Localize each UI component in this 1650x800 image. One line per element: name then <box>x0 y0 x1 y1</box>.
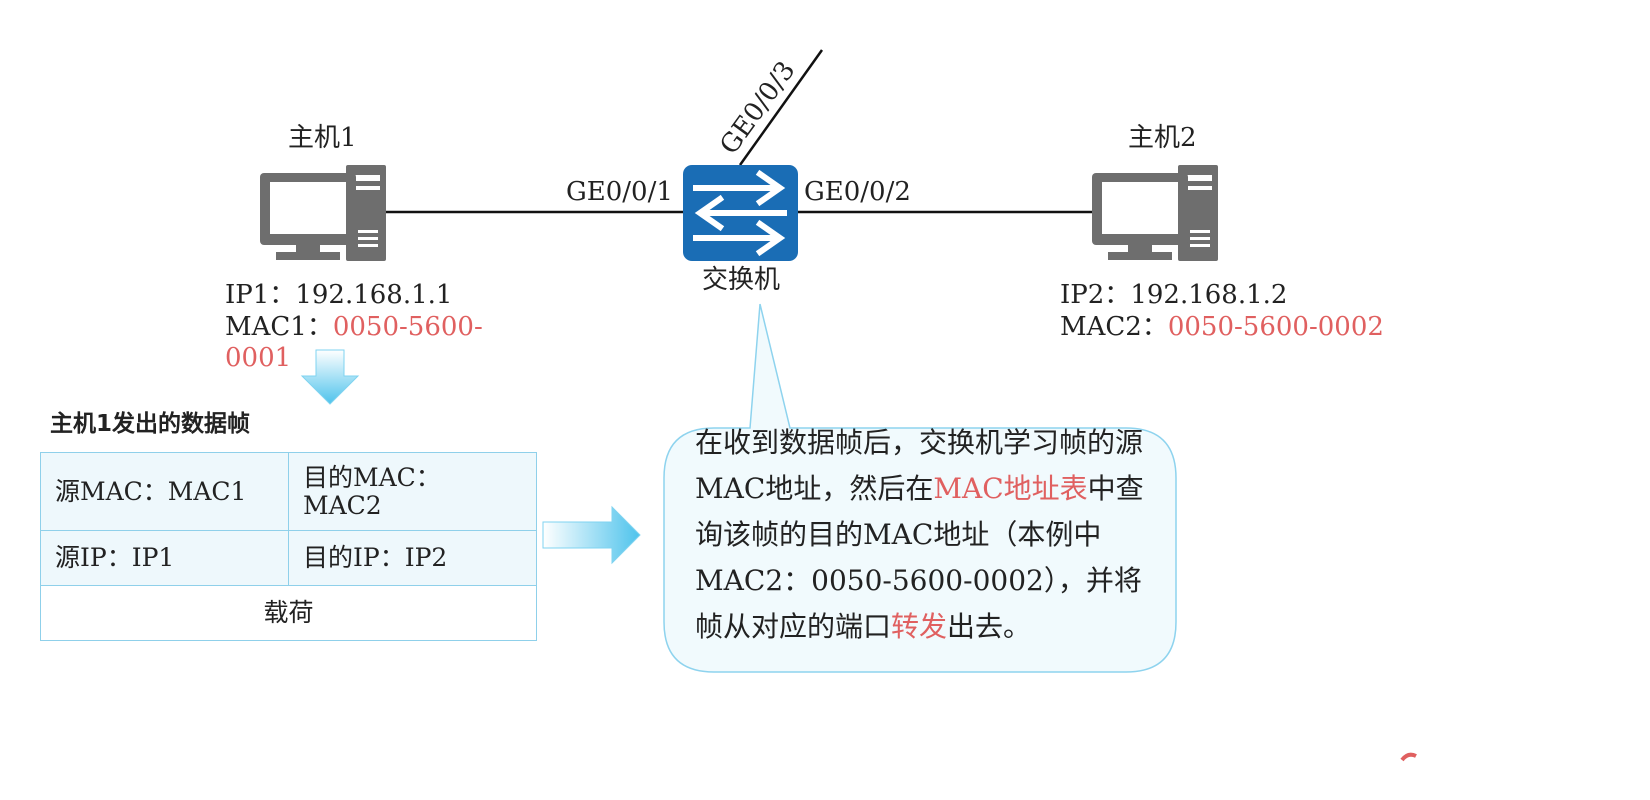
frame-src-mac: 源MAC：MAC1 <box>40 452 289 531</box>
host1-ip-value: 192.168.1.1 <box>295 280 453 310</box>
host1-ip: IP1：192.168.1.1 <box>225 279 452 311</box>
link-switch-port3 <box>738 49 824 166</box>
host1-mac-value-line1: 0050-5600- <box>332 312 483 342</box>
frame-src-ip: 源IP：IP1 <box>40 530 289 586</box>
host1-name: 主机1 <box>288 123 357 153</box>
switch-name: 交换机 <box>702 265 781 295</box>
host2-name: 主机2 <box>1128 123 1197 153</box>
switch-port1-label: GE0/0/1 <box>566 177 673 207</box>
host2-ip-value: 192.168.1.2 <box>1130 280 1288 310</box>
switch-port2-label: GE0/0/2 <box>804 177 911 207</box>
frame-dst-mac-line2: MAC2 <box>303 490 382 520</box>
host2-ip-label: IP2： <box>1060 280 1131 310</box>
frame-dst-mac: 目的MAC： MAC2 <box>288 452 537 531</box>
table-row: 源MAC：MAC1 目的MAC： MAC2 <box>40 452 537 531</box>
frame-dst-ip: 目的IP：IP2 <box>288 530 537 586</box>
callout-part1: 在收到数据帧后，交换机学习帧的源MAC地址，然后在 <box>695 426 1144 505</box>
callout-bubble <box>663 303 1177 673</box>
callout-highlight-forward: 转发 <box>891 610 948 643</box>
callout-highlight-mac-table: MAC地址表 <box>933 472 1088 505</box>
host1-computer-icon <box>260 165 386 261</box>
switch-icon <box>683 165 798 261</box>
frame-title: 主机1发出的数据帧 <box>50 411 251 437</box>
host2-computer-icon <box>1092 165 1218 261</box>
table-row: 载荷 <box>40 585 537 641</box>
callout-text: 在收到数据帧后，交换机学习帧的源MAC地址，然后在MAC地址表中查询该帧的目的M… <box>695 420 1165 650</box>
host1-mac-value-line2: 0001 <box>225 343 292 373</box>
host2-mac-label: MAC2： <box>1060 312 1168 342</box>
frame-dst-mac-line1: 目的MAC： <box>303 462 441 492</box>
data-frame-table: 源MAC：MAC1 目的MAC： MAC2 源IP：IP1 目的IP：IP2 载… <box>40 452 537 641</box>
host1-ip-label: IP1： <box>225 280 296 310</box>
frame-payload: 载荷 <box>40 585 537 641</box>
corner-mark-icon <box>1400 752 1417 762</box>
host2-mac-value: 0050-5600-0002 <box>1167 312 1384 342</box>
right-arrow-icon <box>542 505 641 565</box>
down-arrow-icon <box>300 349 360 405</box>
host2-ip: IP2：192.168.1.2 <box>1060 279 1287 311</box>
callout-part3: 出去。 <box>947 610 1032 643</box>
host2-mac: MAC2：0050-5600-0002 <box>1060 311 1384 343</box>
callout-part2: 中查询该帧的目的MAC地址（本例中MAC2：0050-5600-0002），并将… <box>695 472 1144 643</box>
host1-mac: MAC1：0050-5600- <box>225 311 483 343</box>
host1-mac-label: MAC1： <box>225 312 333 342</box>
table-row: 源IP：IP1 目的IP：IP2 <box>40 530 537 586</box>
